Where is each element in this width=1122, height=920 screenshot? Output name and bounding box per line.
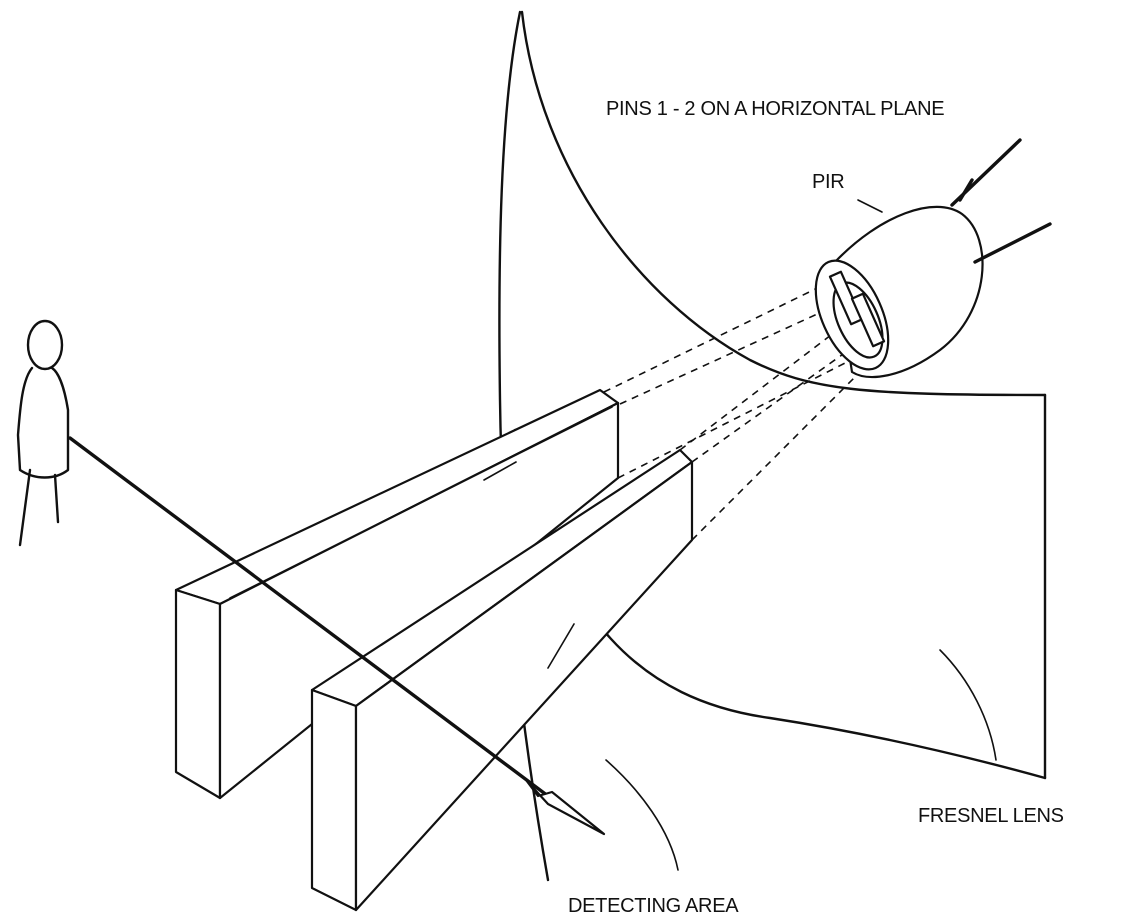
label-fresnel-lens: FRESNEL LENS	[918, 805, 1064, 827]
motion-arrow	[68, 436, 606, 836]
beam-lines	[483, 277, 861, 669]
detection-zone-front	[310, 448, 694, 912]
person-figure	[16, 319, 70, 547]
label-detecting-area: DETECTING AREA	[568, 895, 739, 917]
pir-sensor	[814, 138, 1052, 378]
leader-lines	[605, 199, 997, 871]
label-pir: PIR	[812, 171, 844, 193]
label-pins-horizontal-plane: PINS 1 - 2 ON A HORIZONTAL PLANE	[606, 98, 944, 120]
pir-pins	[950, 138, 1052, 264]
